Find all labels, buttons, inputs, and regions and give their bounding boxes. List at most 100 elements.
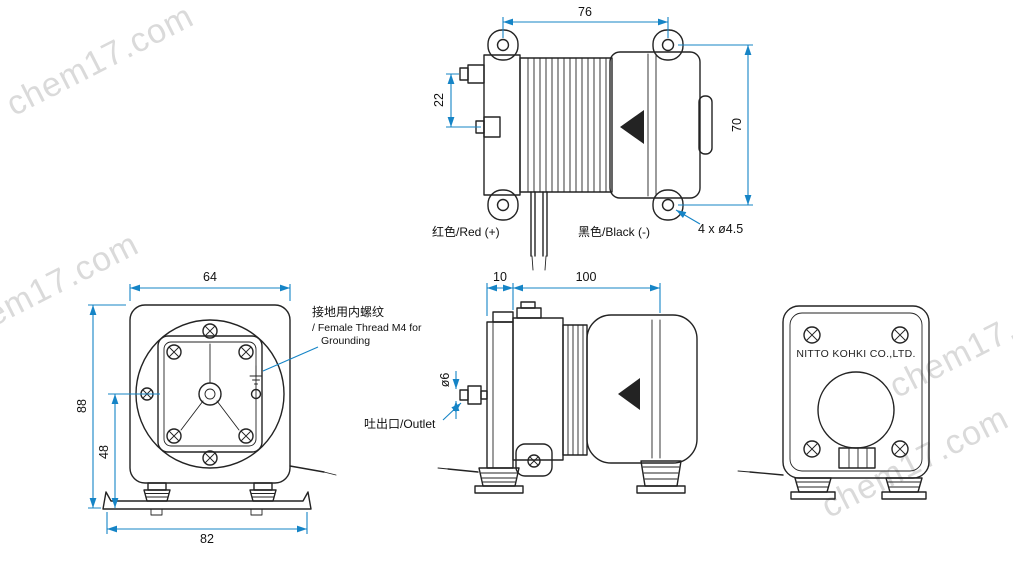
brand-label: NITTO KOHKI CO.,LTD.	[796, 348, 915, 360]
motor-band	[651, 319, 661, 459]
watermark: chem17.com	[0, 225, 145, 352]
port-tip	[459, 67, 469, 81]
power-cord	[447, 468, 479, 473]
extension-lines	[88, 304, 126, 509]
outlet-leader	[442, 402, 462, 421]
foot-ridges	[480, 472, 518, 483]
screw	[238, 428, 254, 444]
foot-pad	[881, 491, 927, 500]
power-cord-tip	[737, 470, 751, 473]
rear-body-inner	[789, 312, 923, 472]
screw	[166, 344, 182, 360]
watermark: chem17.com	[815, 399, 1013, 526]
terminal-block	[838, 447, 876, 469]
foot-neck	[253, 482, 273, 491]
top-view-linework	[459, 29, 713, 271]
wire-black-label: 黑色/Black (-)	[578, 225, 650, 239]
rear-body	[782, 305, 930, 479]
dim-value-48: 48	[97, 445, 111, 459]
lead-wires	[530, 191, 548, 257]
top-view: 76 22 70 4 x ø4.5 红色/Red (+) 黑色/Black (-…	[432, 5, 753, 271]
bolt	[202, 450, 218, 466]
screw	[803, 440, 821, 458]
rear-circle	[817, 371, 895, 449]
mounting-hole	[661, 198, 675, 212]
extension-lines	[129, 284, 291, 301]
side-view: 10 100 ø6 吐出口/Outlet	[364, 270, 698, 494]
extension-lines	[502, 17, 669, 38]
mounting-hole	[496, 38, 510, 52]
grounding-leader	[262, 346, 319, 372]
foot-ridges	[642, 466, 680, 480]
grounding-hole	[250, 388, 262, 400]
top-view-dimensions	[446, 17, 753, 225]
screw-cross-marks	[169, 347, 251, 441]
extension-lines	[678, 44, 753, 206]
rear-view: NITTO KOHKI CO.,LTD.	[737, 305, 930, 500]
dim-value-port-diameter: ø6	[438, 373, 452, 388]
end-cap	[609, 51, 701, 199]
direction-triangle	[620, 110, 644, 144]
base-plate	[102, 491, 312, 510]
cooling-fins	[567, 324, 584, 456]
cooling-fins	[527, 57, 607, 193]
bolt	[202, 323, 218, 339]
valve-cover	[515, 443, 553, 477]
screw	[891, 440, 909, 458]
grounding-label-en1: / Female Thread M4 for	[312, 322, 422, 334]
foot-ridges	[144, 493, 276, 498]
mounting-hole	[661, 38, 675, 52]
power-cord	[289, 465, 325, 473]
front-foot	[478, 467, 520, 487]
base-stud	[250, 508, 263, 516]
rear-foot	[640, 460, 682, 487]
mounting-ear	[487, 189, 519, 221]
front-view: 64 88 48 82 接地用内螺纹 / Female Thread M4 fo…	[75, 270, 422, 546]
watermark: chem17.com	[0, 0, 200, 124]
radial-ribs	[180, 343, 240, 431]
wire-red-label: 红色/Red (+)	[432, 224, 500, 239]
center-hub	[198, 382, 222, 406]
end-cap-boss	[698, 95, 713, 155]
inlet-step-top	[520, 301, 536, 309]
base-stud	[150, 508, 163, 516]
inlet-step	[516, 307, 542, 319]
motor-housing	[586, 314, 698, 464]
direction-triangle	[618, 378, 640, 410]
dim-value-22: 22	[432, 93, 446, 107]
rubber-feet	[143, 489, 277, 502]
foot-pad	[636, 485, 686, 494]
fitting-body	[483, 116, 501, 138]
terminal-lines	[848, 447, 868, 469]
dim-value-88: 88	[75, 399, 89, 413]
screw	[166, 428, 182, 444]
extension-lines	[106, 512, 308, 534]
outlet-port-neck	[480, 390, 488, 400]
dim-value-82: 82	[200, 532, 214, 546]
dim-value-10: 10	[493, 270, 507, 284]
screw	[891, 326, 909, 344]
foot-pad	[790, 491, 836, 500]
bolt-cross-marks	[142, 326, 215, 463]
pump-head-inner	[163, 341, 257, 447]
port-hex	[467, 64, 485, 84]
holes-callout: 4 x ø4.5	[698, 222, 743, 236]
mounting-bracket	[486, 321, 514, 469]
side-view-linework	[437, 301, 698, 494]
end-cap-band	[647, 53, 657, 197]
screw-cross-mark	[529, 456, 539, 466]
pump-head-side	[512, 317, 564, 461]
foot-ridges	[796, 481, 921, 488]
valve-screw	[527, 454, 541, 468]
outlet-label: 吐出口/Outlet	[364, 417, 436, 431]
ground-symbol-icon	[249, 365, 263, 385]
screw-cross-marks	[806, 329, 906, 455]
dim-value-70: 70	[730, 118, 744, 132]
watermarks: chem17.com chem17.com chem17.com chem17.…	[0, 0, 1013, 526]
mounting-hole	[496, 198, 510, 212]
outlet-port-tip	[459, 389, 469, 401]
dim-value-100: 100	[576, 270, 597, 284]
center-hub-inner	[204, 388, 216, 400]
